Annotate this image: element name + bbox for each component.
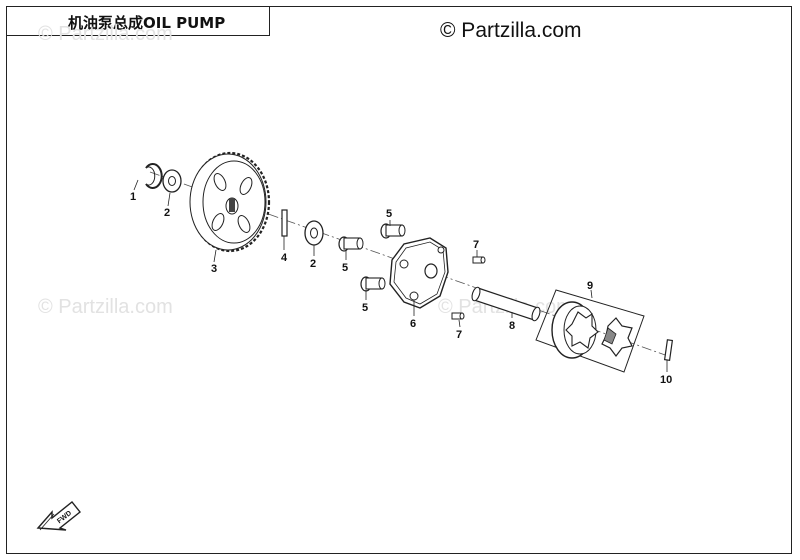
- pump-cover-part-6[interactable]: [389, 237, 449, 309]
- leader-lines: [133, 179, 668, 372]
- callout-7: 7: [473, 239, 479, 251]
- watermark: © Partzilla.com: [38, 296, 173, 318]
- rotor-set-part-9[interactable]: [535, 289, 645, 373]
- callout-5: 5: [386, 208, 392, 220]
- diagram-frame: [6, 6, 792, 554]
- callout-4: 4: [281, 252, 288, 264]
- pin-part-10[interactable]: [663, 339, 674, 361]
- washer-part-2-right[interactable]: [304, 220, 324, 246]
- washer-part-2-left[interactable]: [162, 169, 182, 193]
- callout-2: 2: [164, 207, 170, 219]
- title-box: 机油泵总成OIL PUMP: [6, 6, 270, 36]
- callout-5: 5: [342, 262, 348, 274]
- watermark: © Partzilla.com: [38, 23, 173, 45]
- shaft-part-8[interactable]: [471, 286, 542, 322]
- dowel-part-7-top[interactable]: [472, 256, 486, 264]
- callout-6: 6: [410, 318, 416, 330]
- bolt-part-5-left[interactable]: [338, 236, 364, 252]
- bolt-part-5-top[interactable]: [380, 223, 406, 239]
- callout-1: 1: [130, 191, 136, 203]
- callout-10: 10: [660, 374, 672, 386]
- callout-5: 5: [362, 302, 368, 314]
- pin-part-4[interactable]: [281, 209, 288, 237]
- copyright-text: © Partzilla.com: [440, 19, 582, 42]
- dowel-part-7-bottom[interactable]: [451, 312, 465, 320]
- bolt-part-5-bottom[interactable]: [360, 276, 386, 292]
- diagram-title: 机油泵总成OIL PUMP: [68, 14, 226, 32]
- callout-7: 7: [456, 329, 462, 341]
- gear-part-3[interactable]: [189, 151, 271, 253]
- circlip-part-1[interactable]: [145, 163, 163, 189]
- callout-3: 3: [211, 263, 217, 275]
- fwd-arrow-icon: FWD: [36, 501, 81, 531]
- callout-2: 2: [310, 258, 316, 270]
- callout-9: 9: [587, 280, 593, 292]
- callout-8: 8: [509, 320, 515, 332]
